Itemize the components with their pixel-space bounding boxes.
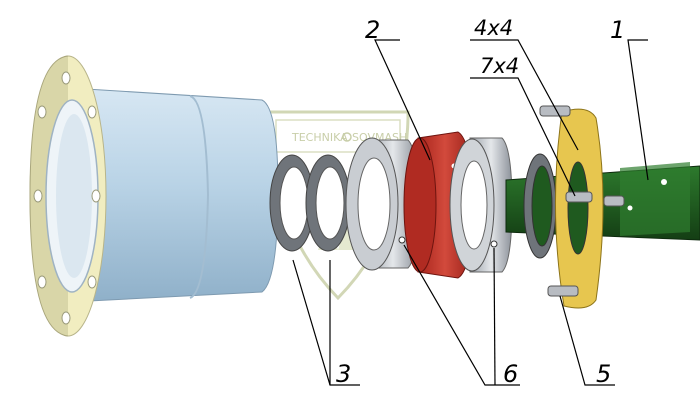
lock-nut-right — [305, 154, 351, 252]
callout-1: 1 — [610, 16, 626, 44]
lock-nut-left — [269, 154, 315, 252]
callout-4x4: 4x4 — [474, 16, 514, 40]
callout-6: 6 — [503, 360, 519, 388]
seal-ring — [523, 153, 557, 259]
svg-text:TECHNIKA: TECHNIKA — [291, 131, 348, 144]
leader-lines — [292, 39, 649, 386]
housing-part — [29, 55, 279, 337]
mounting-plate — [539, 105, 625, 309]
callout-7x4: 7x4 — [480, 54, 520, 78]
callout-2: 2 — [365, 16, 381, 44]
callout-3: 3 — [336, 360, 352, 388]
bearing-right — [449, 137, 513, 273]
callout-5: 5 — [596, 360, 612, 388]
